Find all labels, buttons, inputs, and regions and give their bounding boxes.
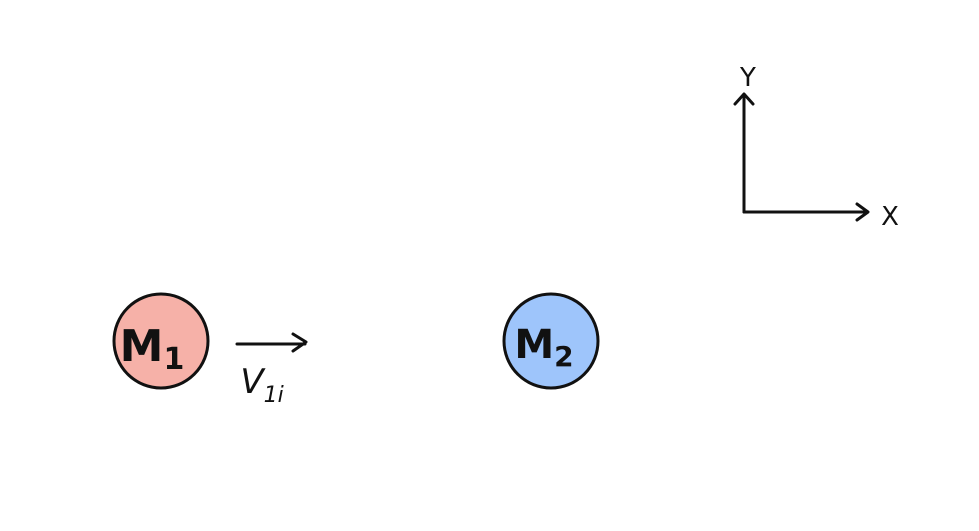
mass-1-circle: [112, 292, 210, 390]
y-axis-arrowhead: [733, 92, 755, 106]
velocity-label: V1i: [240, 362, 283, 408]
mass-1-label: M1: [120, 321, 185, 377]
velocity-vector: V1i: [235, 332, 308, 408]
mass-2-label-subscript: 2: [554, 340, 573, 373]
y-axis-label: Y: [739, 63, 756, 93]
x-axis-label: X: [881, 202, 899, 232]
coordinate-axes: Y X: [733, 63, 899, 232]
mass-2-label-main: M: [514, 322, 554, 368]
velocity-arrowhead: [291, 332, 308, 353]
mass-2: M2: [502, 292, 600, 390]
mass-1-label-subscript: 1: [163, 342, 184, 377]
mass-2-label: M2: [514, 322, 573, 373]
x-axis-arrowhead: [855, 202, 870, 222]
velocity-label-subscript: 1i: [264, 383, 284, 408]
mass-1-label-main: M: [120, 321, 164, 372]
velocity-label-main: V: [240, 362, 266, 402]
mass-1: M1: [112, 292, 210, 390]
mass-2-circle: [502, 292, 600, 390]
